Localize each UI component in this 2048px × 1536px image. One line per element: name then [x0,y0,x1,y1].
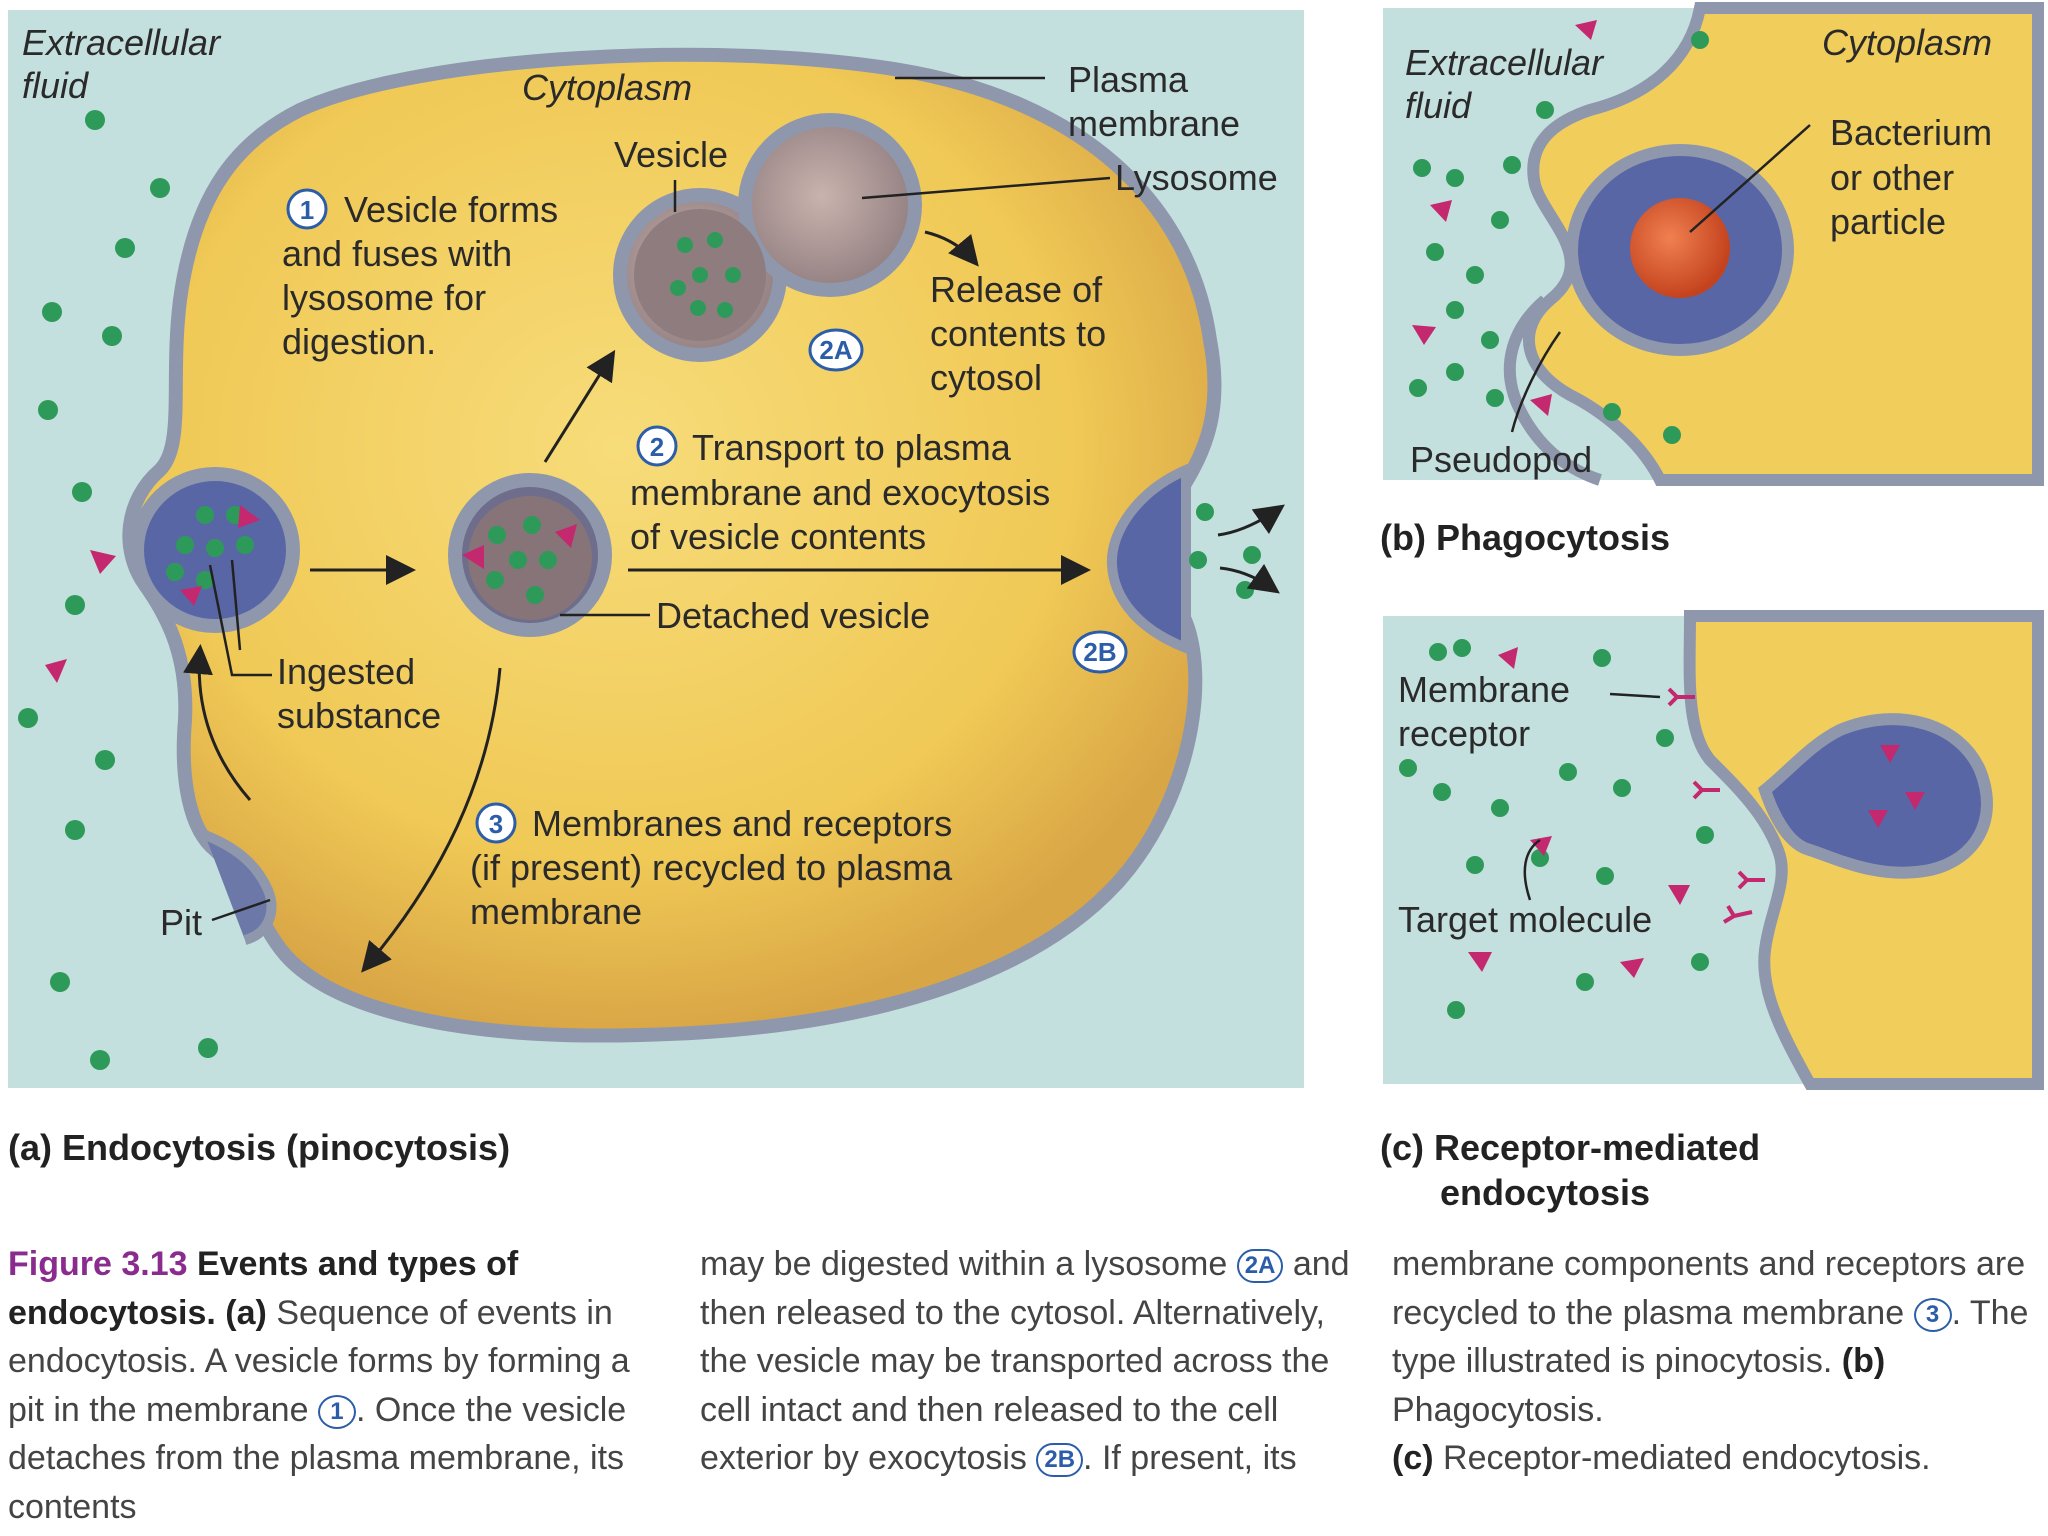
vesicle-label: Vesicle [614,134,728,175]
panel-a-cytoplasm-label: Cytoplasm [522,67,692,108]
bacterium [1630,198,1730,298]
caption-col3-text3: Phagocytosis. [1392,1390,1604,1429]
step-3-text: Membranes and receptors(if present) recy… [470,803,953,932]
panel-c-leaders [1523,692,1661,901]
figure-caption-col1: Figure 3.13 Events and types of endocyto… [8,1240,658,1531]
panel-b-cytoplasm-label: Cytoplasm [1822,22,1992,63]
panel-b-targets [1412,20,1597,416]
svg-text:2B: 2B [1083,637,1116,667]
pit-invagination [203,830,277,945]
detached-vesicle-label: Detached vesicle [656,595,930,636]
svg-text:3: 3 [489,809,503,839]
panel-c-particles [1399,639,1714,1019]
caption-col2-text3: . If present, its [1083,1439,1297,1477]
membrane-receptors [1667,687,1765,924]
panel-a-caption: (a) Endocytosis (pinocytosis) [8,1127,510,1168]
step-1-marker: 1 [286,188,328,230]
coated-vesicle [1757,713,1993,879]
panel-b-leaders [1510,124,1811,433]
svg-text:1: 1 [300,195,314,225]
caption-col2-text2: and then released to the cytosol. Altern… [700,1245,1350,1477]
figure-title: Events and types of endocytosis. [8,1245,519,1332]
step-2b-marker: 2B [1072,630,1128,674]
caption-col3-text2: . The type illustrated is pinocytosis. [1392,1293,2029,1381]
panel-b-caption: (b) Phagocytosis [1380,517,1670,558]
lysosome-label: Lysosome [1115,157,1278,198]
caption-b-label: (b) [1841,1342,1886,1380]
figure-caption-col2: may be digested within a lysosome 2A and… [700,1240,1360,1483]
process-arrows [183,230,1285,973]
svg-text:2A: 2A [819,335,852,365]
panel-c-targets [1468,647,1925,978]
figure-caption-col3: membrane components and receptors are re… [1392,1240,2032,1483]
caption-ref-2a: 2A [1236,1249,1284,1284]
svg-text:2: 2 [650,432,664,462]
caption-a-label: (a) [225,1293,267,1332]
panel-b-particles [1409,31,1709,444]
leader-lines [208,76,1111,922]
step-3-marker: 3 [475,802,517,844]
target-molecules [45,505,577,683]
caption-ref-3: 3 [1913,1297,1952,1332]
target-molecule-label: Target molecule [1398,899,1652,940]
caption-col3-text4: Receptor-mediated endocytosis. [1443,1439,1931,1477]
exocytosis-fusion [1106,462,1191,656]
caption-c-label: (c) [1392,1439,1434,1477]
pit-label: Pit [160,902,202,943]
caption-col2-text1: may be digested within a lysosome [700,1245,1228,1283]
detached-vesicle [448,473,612,637]
step-2-marker: 2 [636,425,678,467]
caption-ref-1: 1 [317,1394,356,1429]
caption-col1-text1: Sequence of events in endocytosis. A ves… [8,1293,630,1429]
extracellular-particles [18,110,1261,1070]
caption-col3-text1: membrane components and receptors are re… [1392,1245,2026,1332]
figure-number: Figure 3.13 [8,1245,188,1283]
caption-ref-2b: 2B [1036,1443,1084,1478]
pseudopod-label: Pseudopod [1410,439,1592,480]
step-2a-marker: 2A [808,328,864,372]
caption-col1-text2: . Once the vesicle detaches from the pla… [8,1390,627,1526]
cell-plasma-membrane [122,47,1222,1043]
